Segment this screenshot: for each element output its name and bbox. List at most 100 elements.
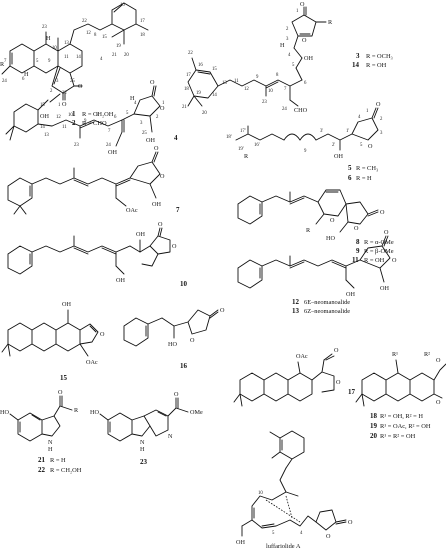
atom-number: 9: [256, 75, 259, 80]
atom-number: 14: [40, 125, 45, 130]
atom-label-o: O: [354, 225, 359, 232]
compound-id: 15: [60, 374, 68, 382]
atom-number: 3': [320, 129, 323, 134]
compound-substituent: R¹ = R² = OH: [380, 433, 416, 440]
atom-label-ome: OMe: [190, 409, 203, 416]
atom-label-oac: OAc: [126, 207, 138, 214]
structure-10-labels: OH OH O O 10: [116, 221, 188, 288]
atom-label-oh: OH: [236, 539, 245, 546]
structure-23: [99, 397, 189, 442]
atom-number: 12: [244, 87, 249, 92]
compound-substituent: R¹ = OAc, R² = OH: [380, 423, 431, 430]
atom-label-oh: OH: [152, 201, 161, 208]
atom-label-o: O: [376, 101, 381, 108]
atom-label-o: O: [380, 209, 385, 216]
atom-label-oh: OH: [62, 301, 71, 308]
structure-21-22-labels: HO O R N H 21 R = H 22 R = CH₂OH: [0, 389, 82, 474]
compound-substituent: R = OH: [364, 257, 385, 264]
compound-id: 18: [370, 412, 378, 420]
atom-label-n: N: [48, 439, 53, 446]
atom-number: 9: [48, 59, 51, 64]
atom-number: 4: [134, 101, 137, 106]
atom-number: 3: [380, 131, 383, 136]
atom-number: 2': [332, 143, 335, 148]
atom-label-h: H: [130, 95, 135, 102]
atom-label-o: O: [368, 143, 373, 150]
atom-number: 22: [82, 19, 87, 24]
atom-number: 18': [226, 135, 232, 140]
atom-number: 20: [124, 53, 129, 58]
structure-luffariolide-a: [241, 430, 347, 537]
atom-number: 1: [296, 9, 299, 14]
atom-number: 16: [120, 3, 125, 8]
atom-label-o: O: [150, 79, 155, 86]
atom-label-o: O: [336, 379, 341, 386]
atom-label-oh: OH: [136, 231, 145, 238]
atom-number: 7: [4, 59, 7, 64]
structure-16: [123, 309, 219, 347]
atom-number: 14: [76, 55, 81, 60]
atom-number: 17: [140, 19, 145, 24]
structure-23-labels: HO O OMe N N H 23: [90, 391, 203, 466]
atom-number: 20: [202, 111, 207, 116]
compound-id: 16: [180, 362, 188, 370]
compound-id: 20: [370, 432, 378, 440]
compound-id: 12: [292, 298, 300, 306]
atom-number: 11: [62, 125, 67, 130]
compound-id: 23: [140, 458, 148, 466]
atom-label-h: H: [48, 446, 53, 453]
atom-number: 5: [360, 143, 363, 148]
atom-label-o: O: [190, 337, 195, 344]
atom-number: 19': [238, 147, 244, 152]
atom-label-o: O: [78, 83, 83, 90]
atom-label-o: O: [172, 243, 177, 250]
atom-number: 25: [142, 131, 147, 136]
atom-number: 6: [22, 77, 25, 82]
atom-label-oac: OAc: [296, 353, 308, 360]
atom-label-o: O: [302, 37, 307, 44]
atom-label-o: O: [174, 391, 179, 398]
atom-number: 4: [288, 53, 291, 58]
structure-7: [7, 151, 161, 215]
atom-number: 1: [162, 101, 165, 106]
atom-number: 9: [304, 149, 307, 154]
structure-18-19-20-labels: R¹ R² O O 18 R¹ = OH, R² = H 19 R¹ = OAc…: [370, 351, 441, 440]
atom-number: 8: [94, 33, 97, 38]
atom-label-oh: OH: [40, 113, 49, 120]
compound-id: 4: [174, 134, 178, 142]
atom-number: 16': [254, 143, 260, 148]
atom-number: 13: [44, 133, 49, 138]
atom-number: 6: [304, 81, 307, 86]
compound-id: 5: [348, 164, 352, 172]
atom-number: 23: [42, 25, 47, 30]
structure-16-labels: HO O O 16: [168, 307, 225, 370]
compound-id: 1: [72, 110, 76, 118]
atom-label-r: R: [244, 153, 249, 160]
compound-id: 11: [352, 256, 359, 264]
structure-15: [1, 309, 99, 357]
atom-number: 2: [286, 27, 289, 32]
atom-label-h: H: [280, 42, 285, 49]
atom-number: 9: [84, 119, 87, 124]
atom-label-ho: HO: [0, 409, 9, 416]
atom-number: 17': [240, 129, 246, 134]
atom-number: 2: [380, 117, 383, 122]
structure-4: [5, 85, 161, 147]
atom-number: 2: [50, 89, 53, 94]
atom-label-oh: OH: [146, 137, 155, 144]
atom-label-oh: OH: [116, 277, 125, 284]
atom-number: 7: [108, 129, 111, 134]
atom-number: 15: [212, 67, 217, 72]
atom-number: 23: [262, 100, 267, 105]
atom-number: 18: [184, 87, 189, 92]
atom-label-o: O: [160, 173, 165, 180]
compound-substituent: 6E–neomanoalide: [304, 299, 350, 306]
atom-label-n: N: [168, 433, 173, 440]
atom-number: 18: [140, 33, 145, 38]
atom-number: 19: [116, 44, 121, 49]
atom-number: 4: [100, 57, 103, 62]
atom-label-o: O: [300, 1, 305, 8]
atom-number: 8: [96, 113, 99, 118]
structure-17: [233, 353, 335, 407]
